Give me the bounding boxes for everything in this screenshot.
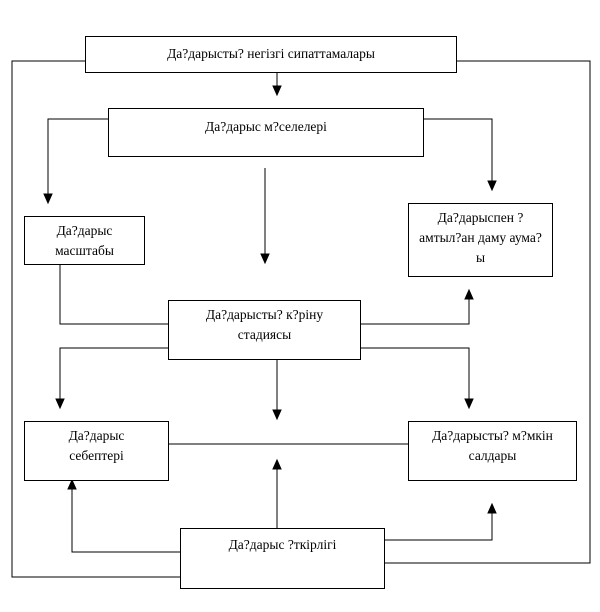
node-main-label: Да?дарысты? негізгі сипаттамалары	[167, 46, 375, 61]
node-problems: Да?дарыс м?селелері	[108, 108, 424, 157]
node-consequences: Да?дарысты? м?мкін салдары	[408, 421, 577, 481]
node-causes-label: Да?дарыс себептері	[68, 428, 125, 463]
arrow-problems-to-area	[423, 118, 493, 190]
node-area-label: Да?дарыспен ?амтыл?ан даму аума?ы	[419, 210, 542, 265]
outer-loop-left	[11, 60, 180, 578]
arrow-stages-to-causes	[59, 347, 168, 408]
node-consequences-label: Да?дарысты? м?мкін салдары	[432, 428, 553, 463]
arrow-severity-to-consequences	[384, 504, 493, 541]
arrow-severity-to-causes	[71, 480, 180, 553]
node-severity-label: Да?дарыс ?ткірлігі	[228, 537, 337, 552]
arrow-stages-to-area	[360, 290, 470, 325]
node-scale-label: Да?дарыс масштабы	[55, 223, 114, 258]
node-stages-label: Да?дарысты? к?ріну стадиясы	[205, 307, 324, 342]
node-causes: Да?дарыс себептері	[24, 421, 169, 481]
node-problems-label: Да?дарыс м?селелері	[205, 119, 327, 134]
arrow-stages-to-consequences	[360, 347, 470, 408]
arrow-problems-to-scale	[47, 118, 108, 203]
node-stages: Да?дарысты? к?ріну стадиясы	[168, 300, 361, 360]
node-severity: Да?дарыс ?ткірлігі	[180, 528, 385, 589]
node-main: Да?дарысты? негізгі сипаттамалары	[85, 36, 457, 73]
node-area: Да?дарыспен ?амтыл?ан даму аума?ы	[408, 203, 553, 277]
outer-loop-right	[384, 60, 591, 564]
line-scale-to-stages	[59, 264, 168, 325]
node-scale: Да?дарыс масштабы	[24, 216, 145, 265]
